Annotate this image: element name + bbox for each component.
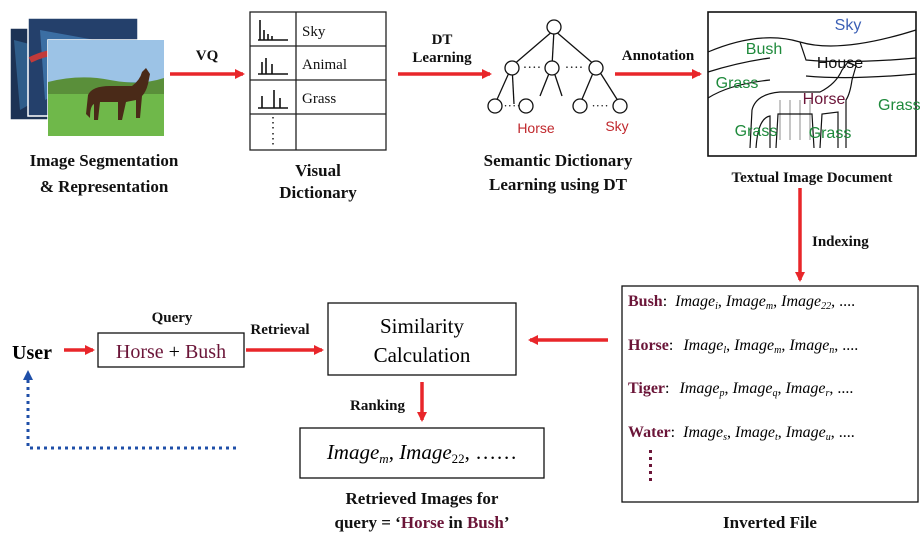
svg-text:····: ···· — [523, 61, 542, 76]
doc-label-bush: Bush — [746, 41, 782, 58]
tree-leaf-horse: Horse — [517, 120, 555, 136]
query-box[interactable] — [97, 332, 245, 368]
dt-label-line1: DT — [432, 32, 453, 48]
similarity-line1: Similarity — [380, 314, 465, 338]
retrieval-label: Retrieval — [250, 322, 309, 338]
dict-entry-animal: Animal — [302, 57, 347, 73]
dict-entry-grass: Grass — [302, 91, 336, 107]
similarity-calculation-box — [327, 302, 517, 376]
inverted-row-horse: Horse: Imagel, Imagem, Imagen, .... — [628, 337, 858, 356]
annotation-label: Annotation — [622, 48, 695, 64]
inverted-file-box — [621, 285, 919, 503]
indexing-label: Indexing — [812, 234, 869, 250]
query-label: Query — [152, 310, 193, 326]
svg-text:⋮: ⋮ — [266, 132, 280, 147]
stage1-caption-line2: & Representation — [40, 177, 169, 196]
doc-label-sky: Sky — [835, 17, 862, 34]
query-text[interactable]: Horse + Bush — [116, 341, 226, 363]
doc-label-house: House — [817, 55, 863, 72]
svg-text:····: ···· — [503, 98, 520, 113]
svg-text:····: ···· — [591, 98, 608, 113]
textual-doc-caption: Textual Image Document — [731, 170, 892, 186]
doc-label-grass-4: Grass — [809, 125, 852, 142]
decision-tree — [487, 19, 628, 114]
doc-label-grass-2: Grass — [878, 97, 920, 114]
ranking-label: Ranking — [350, 398, 406, 414]
tree-leaf-sky: Sky — [605, 118, 628, 134]
tree-caption-line2: Learning using DT — [489, 175, 628, 194]
vq-label: VQ — [196, 48, 219, 64]
segmented-image-stack — [9, 17, 165, 137]
vertical-ellipsis-icon — [649, 450, 652, 481]
retrieved-results-box — [299, 427, 545, 479]
retrieved-results-text: Imagem, Image22, …… — [326, 440, 517, 466]
doc-label-horse: Horse — [803, 91, 846, 108]
feedback-arrow — [23, 370, 236, 450]
inverted-row-water: Water: Images, Imaget, Imageu, .... — [628, 424, 855, 443]
inverted-file-caption: Inverted File — [723, 513, 817, 532]
similarity-line2: Calculation — [374, 343, 471, 367]
results-caption-line1: Retrieved Images for — [346, 489, 499, 508]
dict-entry-sky: Sky — [302, 24, 326, 40]
results-caption-line2: query = ‘Horse in Bush’ — [334, 513, 509, 532]
textual-image-document — [707, 11, 917, 157]
tree-caption-line1: Semantic Dictionary — [484, 151, 633, 170]
doc-label-grass-1: Grass — [716, 75, 759, 92]
histogram-icon — [258, 20, 288, 109]
doc-label-grass-3: Grass — [735, 123, 778, 140]
inverted-row-tiger: Tiger: Imagep, Imageq, Imager, .... — [628, 380, 853, 399]
visual-dictionary-caption-line2: Dictionary — [279, 183, 357, 202]
user-label: User — [12, 342, 52, 364]
svg-text:····: ···· — [565, 61, 584, 76]
visual-dictionary-caption-line1: Visual — [295, 161, 341, 180]
visual-dictionary-table: ⋮ ⋮ — [249, 11, 387, 151]
stage1-caption-line1: Image Segmentation — [30, 151, 179, 170]
dt-label-line2: Learning — [412, 50, 472, 66]
svg-text:⋮: ⋮ — [266, 116, 280, 131]
inverted-row-bush: Bush: Imagei, Imagem, Image22, .... — [628, 293, 855, 312]
